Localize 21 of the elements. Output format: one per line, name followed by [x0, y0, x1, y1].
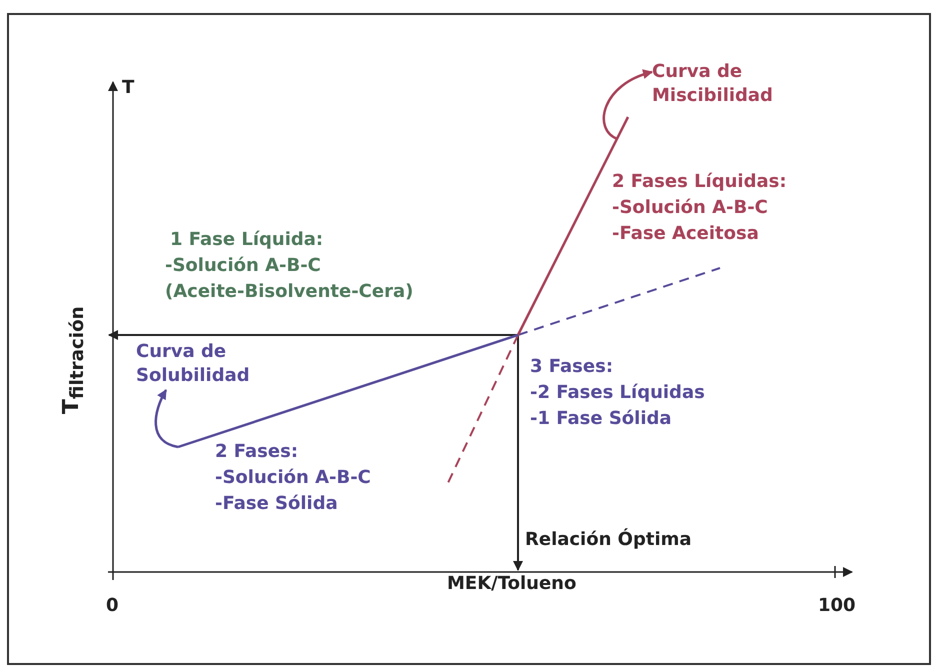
- point-label: Relación Óptima: [525, 528, 692, 552]
- region-label: -Solución A-B-C: [215, 466, 371, 490]
- region-label: -Fase Sólida: [215, 492, 338, 516]
- curve-label: Curva de Solubilidad: [136, 340, 296, 388]
- region-label: -Fase Aceitosa: [612, 222, 759, 246]
- axis-label: T: [122, 76, 134, 100]
- region-label: -2 Fases Líquidas: [530, 381, 705, 405]
- region-label: 2 Fases:: [215, 440, 298, 464]
- region-label: -Solución A-B-C: [612, 196, 768, 220]
- leader-arrow: [602, 70, 653, 140]
- tick-label: 100: [818, 594, 856, 618]
- curve-label: Curva de Miscibilidad: [652, 60, 827, 108]
- region-label: -Solución A-B-C: [165, 254, 321, 278]
- tick-label: 0: [106, 594, 119, 618]
- region-label: (Aceite-Bisolvente-Cera): [165, 280, 414, 304]
- axis-title: MEK/Tolueno: [447, 572, 576, 596]
- region-label: -1 Fase Sólida: [530, 407, 672, 431]
- leader-arrow: [154, 389, 178, 448]
- region-label: 1 Fase Líquida:: [170, 228, 324, 252]
- region-label: 3 Fases:: [530, 355, 614, 379]
- region-label: 2 Fases Líquidas:: [612, 170, 787, 194]
